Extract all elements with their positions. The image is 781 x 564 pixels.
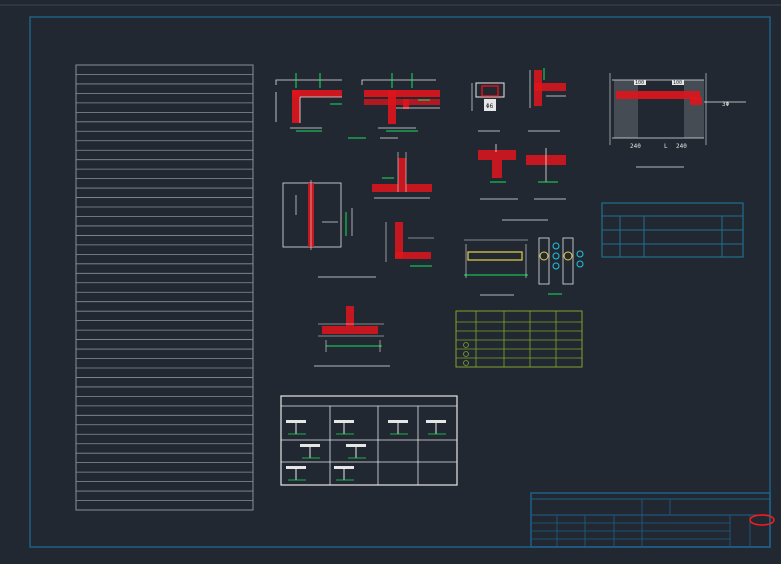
mini-detail-flange xyxy=(346,444,366,447)
detail-column-circles[interactable] xyxy=(538,237,584,295)
mini-detail-flange xyxy=(334,466,354,469)
dim-mid: L xyxy=(664,143,668,150)
beam-rebar-tag: 3Φ xyxy=(722,101,730,108)
mini-detail-flange xyxy=(334,420,354,423)
notes-list-rows xyxy=(76,74,253,501)
notes-list xyxy=(75,64,254,511)
detail-corner-junction-1[interactable] xyxy=(275,73,366,139)
mini-detail-flange xyxy=(286,466,306,469)
dim-bottom-right: 240 xyxy=(676,143,687,150)
detail-corner-junction-2[interactable] xyxy=(361,73,440,139)
detail-beam-yellow[interactable] xyxy=(464,239,528,296)
dim-bottom-left: 240 xyxy=(630,143,641,150)
mini-detail-flange xyxy=(426,420,446,423)
beam-tag: Φ6 xyxy=(486,103,494,110)
title-block[interactable] xyxy=(530,492,775,548)
detail-beam-elevation[interactable]: 100 100 240 240 L 3Φ xyxy=(609,73,746,168)
dim-top-left: 100 xyxy=(635,80,644,86)
mini-detail-glyphs xyxy=(286,420,446,481)
detail-t-section-a[interactable] xyxy=(478,144,518,200)
mini-detail-flange xyxy=(286,420,306,423)
mini-detail-flange xyxy=(388,420,408,423)
revision-cloud-icon[interactable] xyxy=(749,514,775,526)
detail-beam-section-a[interactable]: Φ6 xyxy=(471,82,505,132)
detail-l-footing[interactable] xyxy=(385,222,434,267)
sheet-border xyxy=(29,16,771,548)
detail-slab-wall-junction[interactable] xyxy=(372,152,432,199)
detail-t-section-b[interactable] xyxy=(502,148,566,221)
rebar-schedule-table-green[interactable] xyxy=(455,310,583,368)
notes-list-frame xyxy=(75,64,254,511)
detail-strip-footing[interactable] xyxy=(314,306,390,367)
rebar-schedule-table-blue[interactable] xyxy=(601,202,744,258)
detail-wall-section[interactable] xyxy=(282,180,376,278)
mini-detail-flange xyxy=(300,444,320,447)
member-detail-table[interactable] xyxy=(280,395,458,486)
detail-beam-section-b[interactable] xyxy=(528,68,566,132)
dim-top-right: 100 xyxy=(673,80,682,86)
